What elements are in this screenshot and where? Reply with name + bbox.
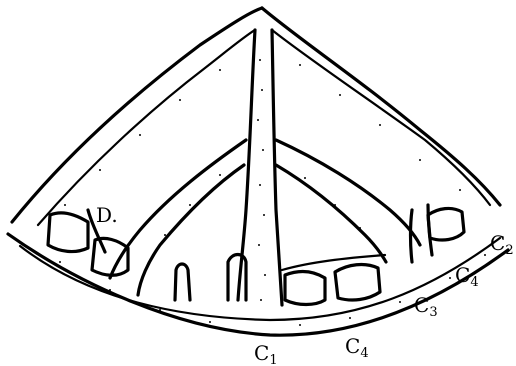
center-right-cell-2: [335, 265, 380, 300]
label-c2: C2: [490, 231, 514, 258]
right-spur-left: [411, 210, 413, 262]
right-branch-lower: [276, 165, 386, 262]
label-c4-right: C4: [455, 263, 479, 290]
center-right-shelf: [282, 255, 385, 270]
label-c4-bottom: C4: [345, 334, 369, 361]
center-left-tooth: [175, 264, 190, 300]
right-cell: [428, 208, 464, 240]
left-cell-2: [92, 238, 128, 275]
center-right-cell-1: [285, 272, 325, 305]
inner-left-edge: [38, 30, 255, 225]
left-cell-1: [48, 213, 88, 252]
outer-left-edge: [12, 8, 262, 222]
label-d: D.: [96, 203, 118, 227]
right-branch-upper: [276, 140, 420, 245]
label-c1: C1: [254, 341, 278, 366]
left-branch-upper: [110, 140, 246, 278]
